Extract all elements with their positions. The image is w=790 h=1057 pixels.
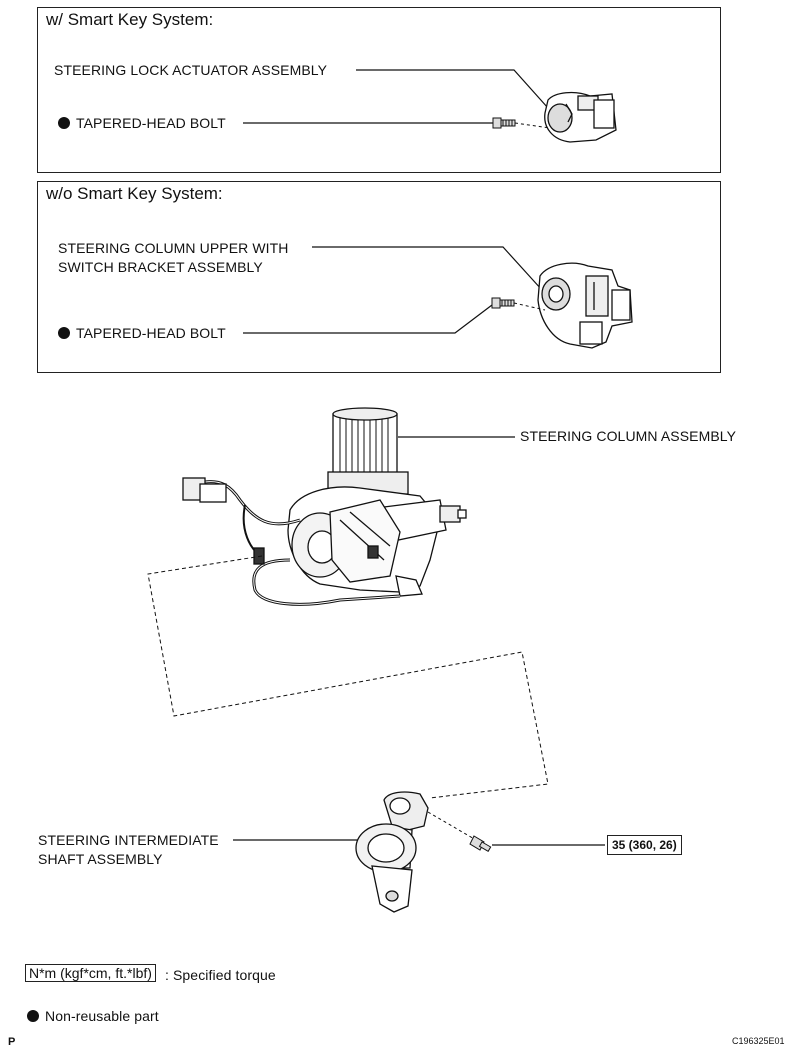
leader-lock-actuator <box>356 69 549 109</box>
column-upper-label-line1: STEERING COLUMN UPPER WITH <box>58 240 289 256</box>
torque-unit-box: N*m (kgf*cm, ft.*lbf) <box>25 964 156 982</box>
column-upper-drawing <box>537 262 633 349</box>
column-upper-label-line2: SWITCH BRACKET ASSEMBLY <box>58 259 263 275</box>
intermediate-shaft-label-line2: SHAFT ASSEMBLY <box>38 851 163 867</box>
lock-actuator-drawing <box>544 91 617 143</box>
bolt-2-drawing <box>491 297 515 309</box>
steering-column-drawing <box>182 407 467 606</box>
footer-left-mark: P <box>8 1036 16 1048</box>
torque-spec-box: 35 (360, 26) <box>607 835 682 855</box>
nonreusable-bullet-icon <box>58 117 70 129</box>
steering-lock-actuator-label: STEERING LOCK ACTUATOR ASSEMBLY <box>54 62 328 78</box>
bolt-1-drawing <box>492 117 516 129</box>
tapered-bolt-text-2: TAPERED-HEAD BOLT <box>76 325 226 341</box>
shaft-bolt-drawing <box>469 835 492 853</box>
intermediate-shaft-label-line1: STEERING INTERMEDIATE <box>38 832 219 848</box>
leader-column-upper <box>312 246 543 291</box>
leader-bolt-2 <box>243 304 493 334</box>
intermediate-shaft-drawing <box>355 791 429 913</box>
smart-key-panel-title: w/ Smart Key System: <box>46 10 214 29</box>
nonreusable-legend: Non-reusable part <box>27 1008 159 1024</box>
steering-column-label: STEERING COLUMN ASSEMBLY <box>520 428 737 444</box>
nonreusable-bullet-icon <box>58 327 70 339</box>
figure-code: C196325E01 <box>732 1036 785 1046</box>
no-smart-key-panel-title: w/o Smart Key System: <box>46 184 223 203</box>
tapered-bolt-label-1: TAPERED-HEAD BOLT <box>58 115 226 131</box>
smart-key-panel: w/ Smart Key System: <box>37 7 721 173</box>
connection-dashed-outline <box>147 555 549 799</box>
tapered-bolt-label-2: TAPERED-HEAD BOLT <box>58 325 226 341</box>
nonreusable-legend-text: Non-reusable part <box>45 1008 159 1024</box>
tapered-bolt-text-1: TAPERED-HEAD BOLT <box>76 115 226 131</box>
nonreusable-bullet-icon <box>27 1010 39 1022</box>
torque-legend-desc: : Specified torque <box>165 967 276 983</box>
